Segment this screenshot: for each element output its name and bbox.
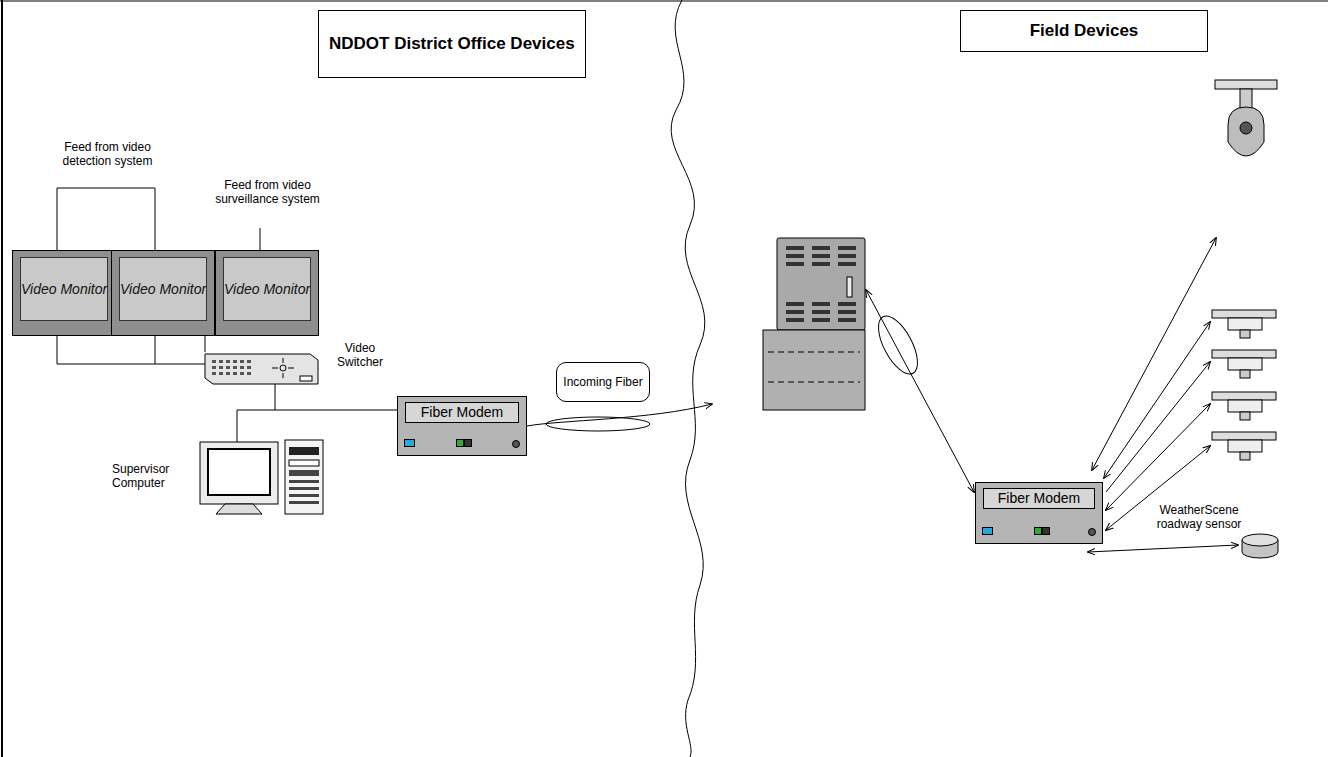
monitor-screen: Video Monitor: [119, 257, 207, 321]
status-lamp: [982, 527, 993, 535]
modem-label: Fiber Modem: [987, 490, 1091, 507]
monitor-label: Video Monitor: [21, 281, 107, 297]
fixed-camera: [1212, 432, 1276, 460]
data-wire: [237, 410, 397, 411]
feed-wire: [260, 228, 261, 250]
video-wire: [155, 336, 156, 364]
fiber-line: [866, 290, 974, 492]
device-label: Video Switcher: [325, 341, 395, 369]
video-monitor: Video Monitor: [215, 250, 319, 336]
status-lamp: [1034, 527, 1042, 535]
modem-knob: [1088, 528, 1096, 536]
status-lamp: [456, 439, 464, 447]
data-wire: [275, 384, 276, 410]
title-box: NDDOT District Office Devices: [318, 10, 586, 78]
fiber-modem: Fiber Modem: [975, 482, 1103, 544]
feed-label: Feed from video detection system: [40, 140, 175, 168]
modem-label: Fiber Modem: [409, 404, 515, 421]
status-lamp: [464, 439, 472, 447]
box-label: Field Devices: [1030, 21, 1139, 41]
roadway-sensor: [1242, 534, 1278, 558]
feed-wire: [57, 188, 155, 250]
video-switcher: [205, 354, 318, 384]
monitor-label: Video Monitor: [120, 281, 206, 297]
field-cabinet: [763, 238, 865, 410]
video-wire: [57, 336, 205, 364]
dome-camera: [1215, 80, 1277, 156]
box-label: Incoming Fiber: [563, 375, 642, 389]
status-lamp: [1042, 527, 1050, 535]
feed-label: Feed from video surveillance system: [200, 178, 335, 206]
fiber-modem: Fiber Modem: [397, 396, 527, 456]
fixed-camera: [1212, 310, 1276, 338]
device-label: Supervisor Computer: [112, 462, 192, 490]
divider-wave: [671, 0, 705, 757]
video-monitor: Video Monitor: [111, 250, 215, 336]
callout-box: Incoming Fiber: [556, 362, 650, 402]
sensor-label: WeatherScene roadway sensor: [1140, 503, 1258, 531]
modem-faceplate: Fiber Modem: [405, 402, 519, 423]
status-lamp: [404, 439, 415, 447]
fiber-coil: [871, 310, 926, 380]
monitor-screen: Video Monitor: [223, 257, 311, 321]
frame-line: [0, 1, 1328, 2]
modem-knob: [512, 440, 520, 448]
fixed-camera: [1212, 392, 1276, 420]
monitor-screen: Video Monitor: [20, 257, 108, 321]
fiber-line: [527, 404, 712, 426]
box-label: NDDOT District Office Devices: [329, 34, 575, 54]
modem-faceplate: Fiber Modem: [983, 488, 1095, 509]
video-monitor: Video Monitor: [12, 250, 116, 336]
supervisor-computer: [200, 440, 323, 514]
title-box: Field Devices: [960, 10, 1208, 52]
fixed-camera: [1212, 350, 1276, 378]
monitor-label: Video Monitor: [224, 281, 310, 297]
data-wire: [237, 410, 238, 442]
fiber-coil: [546, 417, 650, 431]
frame-line: [1, 0, 3, 757]
